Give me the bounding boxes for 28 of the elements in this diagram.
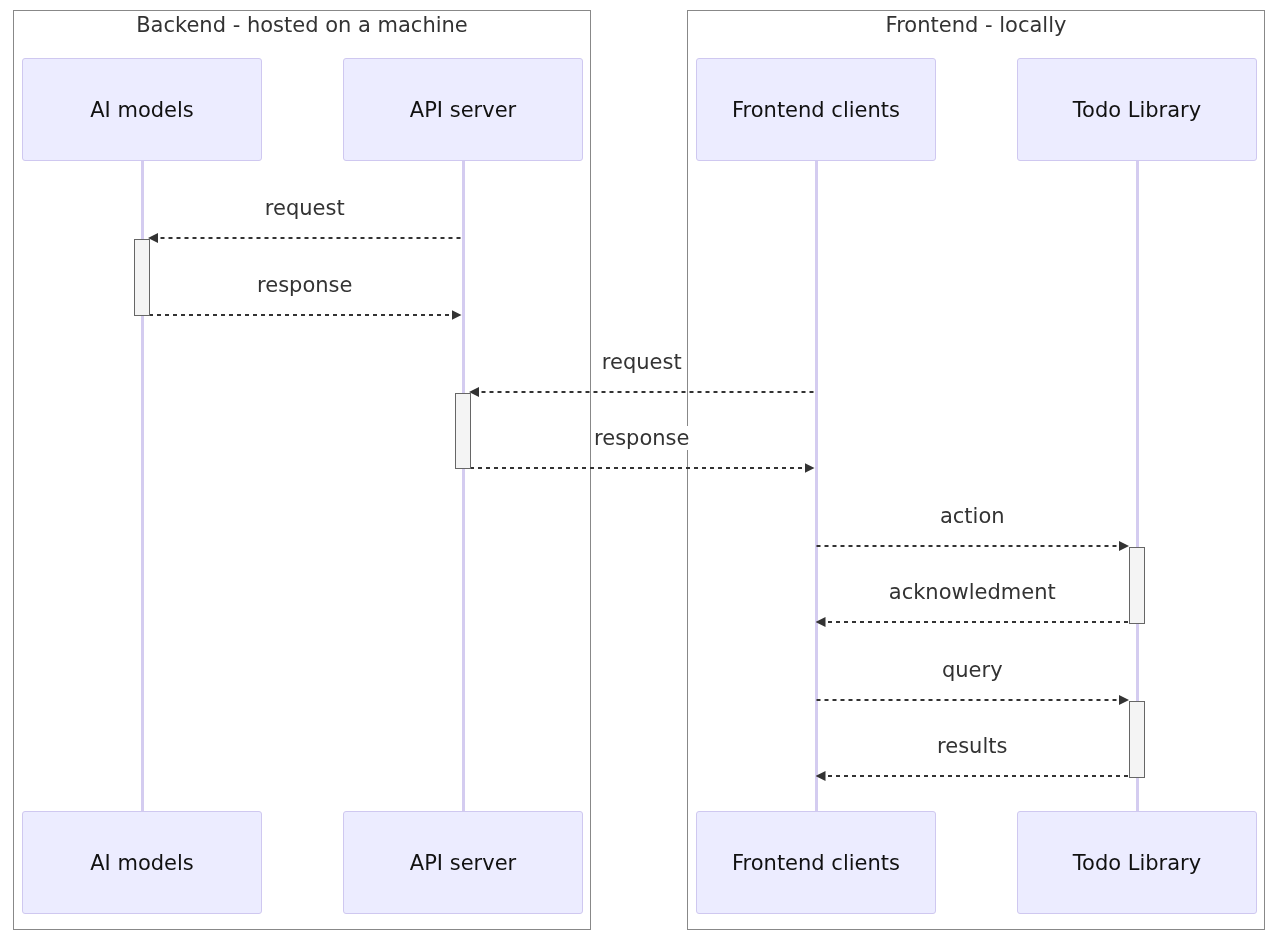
- group-frame: [687, 10, 1265, 930]
- message-arrow: [469, 387, 815, 397]
- participant-box: Frontend clients: [696, 811, 936, 914]
- lifeline: [140, 161, 144, 811]
- message-arrow: [148, 310, 462, 320]
- message-arrow: [148, 233, 462, 243]
- message-arrow: [469, 463, 815, 473]
- participant-box: AI models: [22, 811, 262, 914]
- participant-box: Todo Library: [1017, 58, 1257, 161]
- participant-box: Frontend clients: [696, 58, 936, 161]
- participant-box: API server: [343, 811, 583, 914]
- participant-box: Todo Library: [1017, 811, 1257, 914]
- message-arrow: [815, 771, 1129, 781]
- lifeline: [1135, 161, 1139, 811]
- group-title: Frontend - locally: [885, 13, 1067, 37]
- participant-box: AI models: [22, 58, 262, 161]
- group-frame: [13, 10, 591, 930]
- message-arrow: [815, 541, 1129, 551]
- edge-label: response: [592, 426, 692, 450]
- activation-bar: [1129, 701, 1145, 778]
- activation-bar: [455, 393, 471, 469]
- activation-bar: [1129, 547, 1145, 624]
- lifeline: [461, 161, 465, 811]
- message-arrow: [815, 617, 1129, 627]
- message-arrow: [815, 695, 1129, 705]
- activation-bar: [134, 239, 150, 316]
- lifeline: [814, 161, 818, 811]
- participant-box: API server: [343, 58, 583, 161]
